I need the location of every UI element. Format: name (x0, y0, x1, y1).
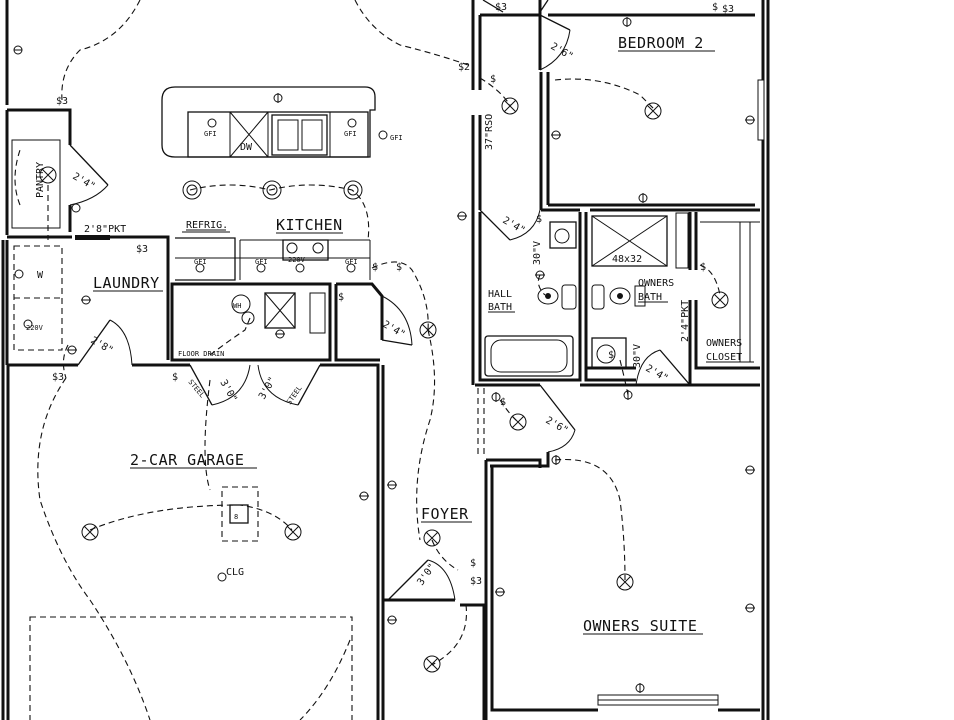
svg-text:$3: $3 (722, 4, 734, 15)
electrical-devices: $2 $ $3 $ $3 $3 $3 $3 $ $ $ $ $ $ $3 $ $… (13, 2, 755, 693)
door-foyer-label: 3'0" (415, 562, 438, 588)
washer-label: W (37, 270, 44, 281)
room-label-owners-suite: OWNERS SUITE (583, 617, 697, 635)
gfi-label-counter-3: GFI (345, 258, 358, 266)
svg-text:$: $ (470, 558, 476, 569)
floor-drain-label: FLOOR DRAIN (178, 350, 224, 358)
svg-text:$3: $3 (495, 2, 507, 13)
door-garage-1-label: 3'0" (217, 378, 239, 404)
kitchen-counter (175, 231, 371, 281)
gfi-label-island-2: GFI (344, 130, 357, 138)
room-label-owners-closet-line1: OWNERS (706, 338, 742, 349)
svg-text:$3: $3 (470, 576, 482, 587)
room-label-garage: 2-CAR GARAGE (130, 451, 244, 469)
room-label-owners-bath-line1: OWNERS (638, 278, 674, 289)
ceiling-label: CLG (226, 567, 244, 578)
garage-opener-label: 8 (234, 513, 238, 521)
room-label-hall-bath-line2: BATH (488, 302, 512, 313)
room-label-owners-closet-line2: CLOSET (706, 352, 742, 363)
door-hall-bath-label: 2'4" (501, 215, 527, 237)
windows (75, 79, 765, 706)
steel-door-label-2: STEEL (285, 384, 304, 406)
dryer-voltage-label: 220V (26, 324, 44, 332)
walls (1, 0, 770, 720)
svg-text:$: $ (396, 262, 402, 273)
svg-text:$: $ (490, 74, 496, 85)
door-bed2-label: 2'6" (549, 41, 575, 63)
door-hall-closet-label: 2'4" (381, 319, 407, 341)
room-labels: BEDROOM 2 KITCHEN LAUNDRY PANTRY 2-CAR G… (35, 34, 754, 635)
svg-text:$: $ (536, 214, 542, 225)
gfi-label-island-1: GFI (204, 130, 217, 138)
svg-text:$2: $2 (458, 62, 470, 73)
svg-text:$: $ (172, 372, 178, 383)
gfi-label-counter-1: GFI (194, 258, 207, 266)
fixtures (11, 139, 760, 720)
room-label-owners-bath-line2: BATH (638, 292, 662, 303)
room-label-foyer: FOYER (421, 505, 469, 523)
rso-label: 37"RSO (484, 114, 495, 150)
annotations: 37"RSO 2'8"PKT 2'4"PKT REFRIG. DW WH FLO… (26, 114, 691, 578)
svg-text:$: $ (338, 292, 344, 303)
svg-text:$3: $3 (56, 96, 68, 107)
room-label-kitchen: KITCHEN (276, 216, 343, 234)
doors (69, 0, 691, 601)
room-label-laundry: LAUNDRY (93, 274, 160, 292)
svg-text:$: $ (500, 397, 506, 408)
hall-vanity-label: 30"V (532, 241, 543, 265)
dishwasher-label: DW (240, 142, 253, 153)
room-label-hall-bath-line1: HALL (488, 289, 512, 300)
svg-text:$: $ (712, 2, 718, 13)
wiring (14, 0, 721, 720)
shower-size-label: 48x32 (612, 254, 642, 265)
svg-text:$: $ (372, 262, 378, 273)
kitchen-island (161, 86, 376, 158)
svg-text:$3: $3 (52, 372, 64, 383)
door-owners-bath-label: 2'4" (644, 363, 670, 385)
gfi-label-counter-2: GFI (255, 258, 268, 266)
water-heater-label: WH (233, 302, 241, 310)
pocket-door-pantry-label: 2'8"PKT (84, 224, 126, 235)
owners-vanity-label: 30"V (632, 344, 643, 368)
door-laundry-label: 2'8" (89, 335, 115, 357)
range-voltage-label: 220V (288, 256, 306, 264)
pocket-door-owners-label: 2'4"PKT (680, 300, 691, 342)
svg-text:$: $ (608, 350, 614, 361)
door-pantry-label: 2'4" (71, 171, 97, 193)
gfi-label-island-3: GFI (390, 134, 403, 142)
svg-text:$: $ (700, 262, 706, 273)
refrigerator-label: REFRIG. (186, 220, 228, 231)
door-garage-2-label: 3'0" (257, 375, 279, 401)
room-label-bedroom-2: BEDROOM 2 (618, 34, 704, 52)
room-label-pantry: PANTRY (35, 162, 46, 198)
svg-text:$3: $3 (136, 244, 148, 255)
